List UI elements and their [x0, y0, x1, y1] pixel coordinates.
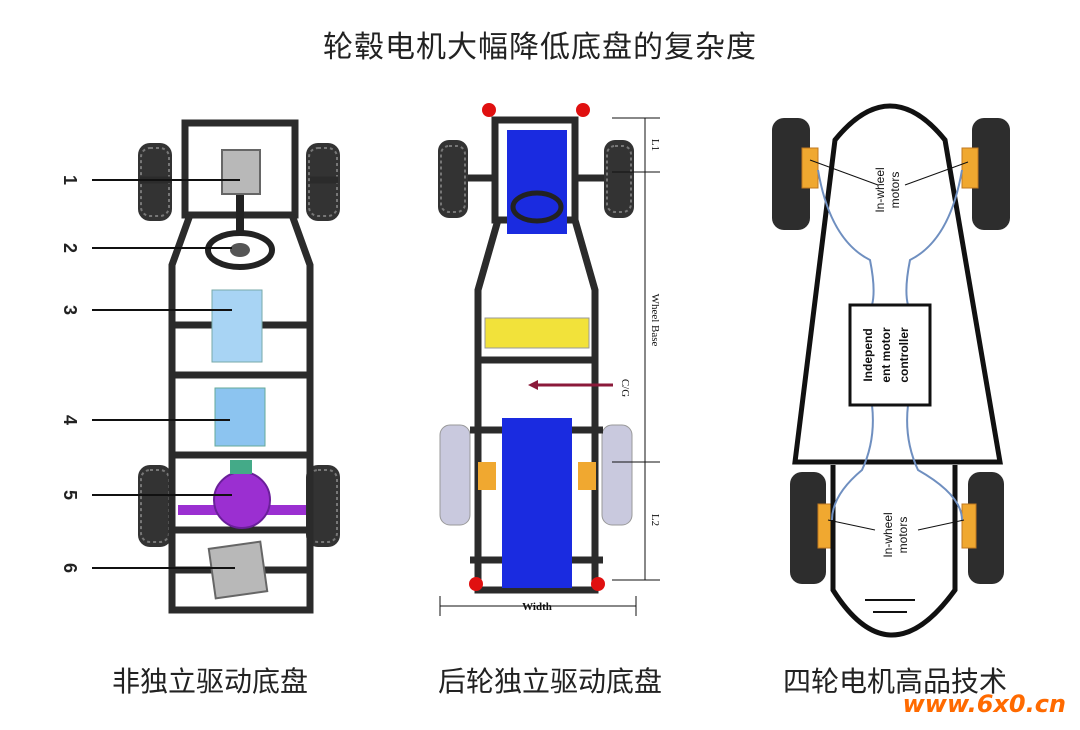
right-motors [801, 147, 979, 549]
label-cg: C/G [619, 379, 631, 397]
middle-front-left-wheel [438, 140, 468, 218]
caption-middle: 后轮独立驱动底盘 [437, 665, 662, 698]
component-6-unit [207, 540, 269, 600]
wheel-center-markers [469, 103, 605, 591]
steering-column [236, 195, 244, 235]
rear-right-hub-motor [578, 462, 596, 490]
steering-wheel [205, 230, 275, 270]
callout-number-4: 4 [60, 415, 80, 425]
page-title: 轮毂电机大幅降低底盘的复杂度 [323, 30, 757, 65]
callout-number-2: 2 [60, 243, 80, 253]
right-rear-left-wheel [790, 472, 826, 584]
motor-wires [817, 169, 963, 521]
middle-front-right-wheel [604, 140, 634, 218]
callout-number-3: 3 [60, 305, 80, 315]
controller-label-line3: controller [897, 327, 911, 383]
front-body-outline [792, 103, 1003, 465]
callout-number-6: 6 [60, 563, 80, 573]
rear-motor-label-line1: In-wheel [881, 512, 895, 557]
left-rear-left-wheel [138, 465, 172, 547]
rear-battery-pack [502, 418, 572, 588]
right-front-left-wheel [772, 118, 810, 230]
middle-rear-right-wheel [601, 424, 633, 526]
middle-rear-left-wheel [439, 424, 471, 526]
component-4-unit [214, 387, 266, 447]
dim-label-l1: L1 [649, 139, 661, 151]
middle-dimension-lines [439, 117, 660, 616]
front-motor-label-line2: motors [888, 172, 902, 209]
motor-pointer-lines [809, 159, 969, 531]
middle-yellow-pack [484, 317, 590, 349]
site-watermark: www.6x0.cn [902, 690, 1066, 718]
rear-body-outline [830, 465, 958, 638]
callout-number-5: 5 [60, 490, 80, 500]
right-front-right-wheel [972, 118, 1010, 230]
callout-number-1: 1 [60, 175, 80, 185]
rear-left-hub-motor [478, 462, 496, 490]
dim-label-wheel-base: Wheel Base [649, 294, 661, 347]
left-leader-lines [92, 179, 240, 569]
controller-label-line1: Independ [861, 328, 875, 381]
dim-label-l2: L2 [649, 514, 661, 526]
motor-controller-box [848, 303, 932, 407]
component-1-unit [221, 149, 261, 195]
caption-right: 四轮电机高品技术 [782, 665, 1007, 698]
left-rear-right-wheel [306, 465, 340, 547]
dim-label-width: Width [522, 601, 552, 613]
middle-steering-wheel [510, 190, 564, 224]
controller-label-line2: ent motor [879, 327, 893, 383]
right-rear-right-wheel [968, 472, 1004, 584]
component-3-unit [211, 289, 263, 363]
right-wheels [772, 118, 1010, 584]
caption-left: 非独立驱动底盘 [111, 665, 308, 698]
front-motor-label-line1: In-wheel [873, 167, 887, 212]
rear-motor-label-line2: motors [896, 517, 910, 554]
